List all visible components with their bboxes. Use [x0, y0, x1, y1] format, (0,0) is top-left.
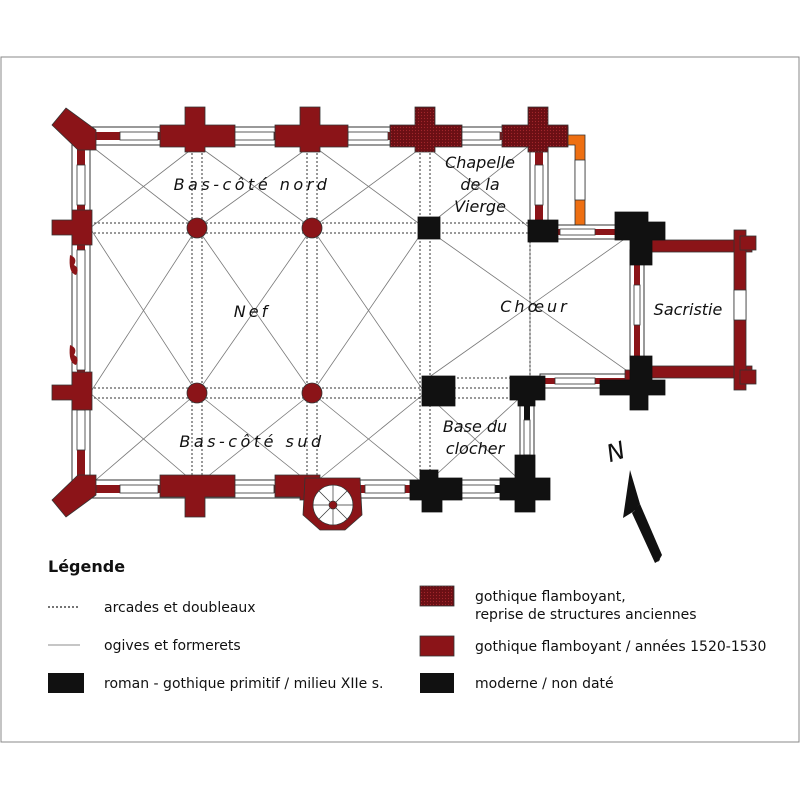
north-arrow-letter: N [603, 436, 629, 468]
label-bas-cote-sud: Bas-côté sud [179, 432, 324, 451]
choir-walls [539, 224, 645, 389]
label-bas-cote-nord: Bas-côté nord [174, 175, 331, 194]
label-sacristie: Sacristie [654, 300, 723, 319]
legend-label-flamboyant: gothique flamboyant / années 1520-1530 [475, 639, 766, 655]
romanesque-masonry [409, 211, 666, 513]
legend-label-moderne: moderne / non daté [475, 676, 614, 692]
label-base-clocher-line2: clocher [446, 439, 506, 458]
label-nef: Nef [234, 302, 270, 321]
label-chapelle-line2: de la [460, 175, 499, 194]
chapel-east-wall [529, 134, 586, 236]
legend: Légende arcades et doubleaux ogives et f… [48, 557, 766, 693]
label-choeur: Chœur [500, 297, 569, 316]
label-chapelle-line3: Vierge [454, 197, 506, 216]
ogive-lines [89, 144, 641, 486]
legend-label-roman: roman - gothique primitif / milieu XIIe … [104, 676, 383, 692]
west-portal-ornament [69, 255, 78, 365]
stair-turret [302, 477, 363, 531]
legend-label-arcades: arcades et doubleaux [104, 600, 256, 616]
legend-title: Légende [48, 557, 125, 576]
figure-frame [0, 56, 800, 743]
legend-swatch-flamboyant [419, 635, 455, 657]
legend-label-reprise-line1: gothique flamboyant, [475, 589, 626, 605]
sacristy-walls [647, 229, 753, 391]
label-base-clocher-line1: Base du [443, 417, 507, 436]
legend-swatch-reprise [419, 585, 455, 607]
legend-swatch-roman [48, 673, 84, 693]
legend-label-ogives: ogives et formerets [104, 638, 241, 654]
north-arrow-icon: N [603, 436, 662, 563]
legend-label-reprise-line2: reprise de structures anciennes [475, 607, 696, 623]
reprise-buttresses [389, 106, 569, 153]
legend-swatch-moderne [420, 673, 454, 693]
label-chapelle-line1: Chapelle [445, 153, 515, 172]
west-wall [71, 126, 91, 498]
